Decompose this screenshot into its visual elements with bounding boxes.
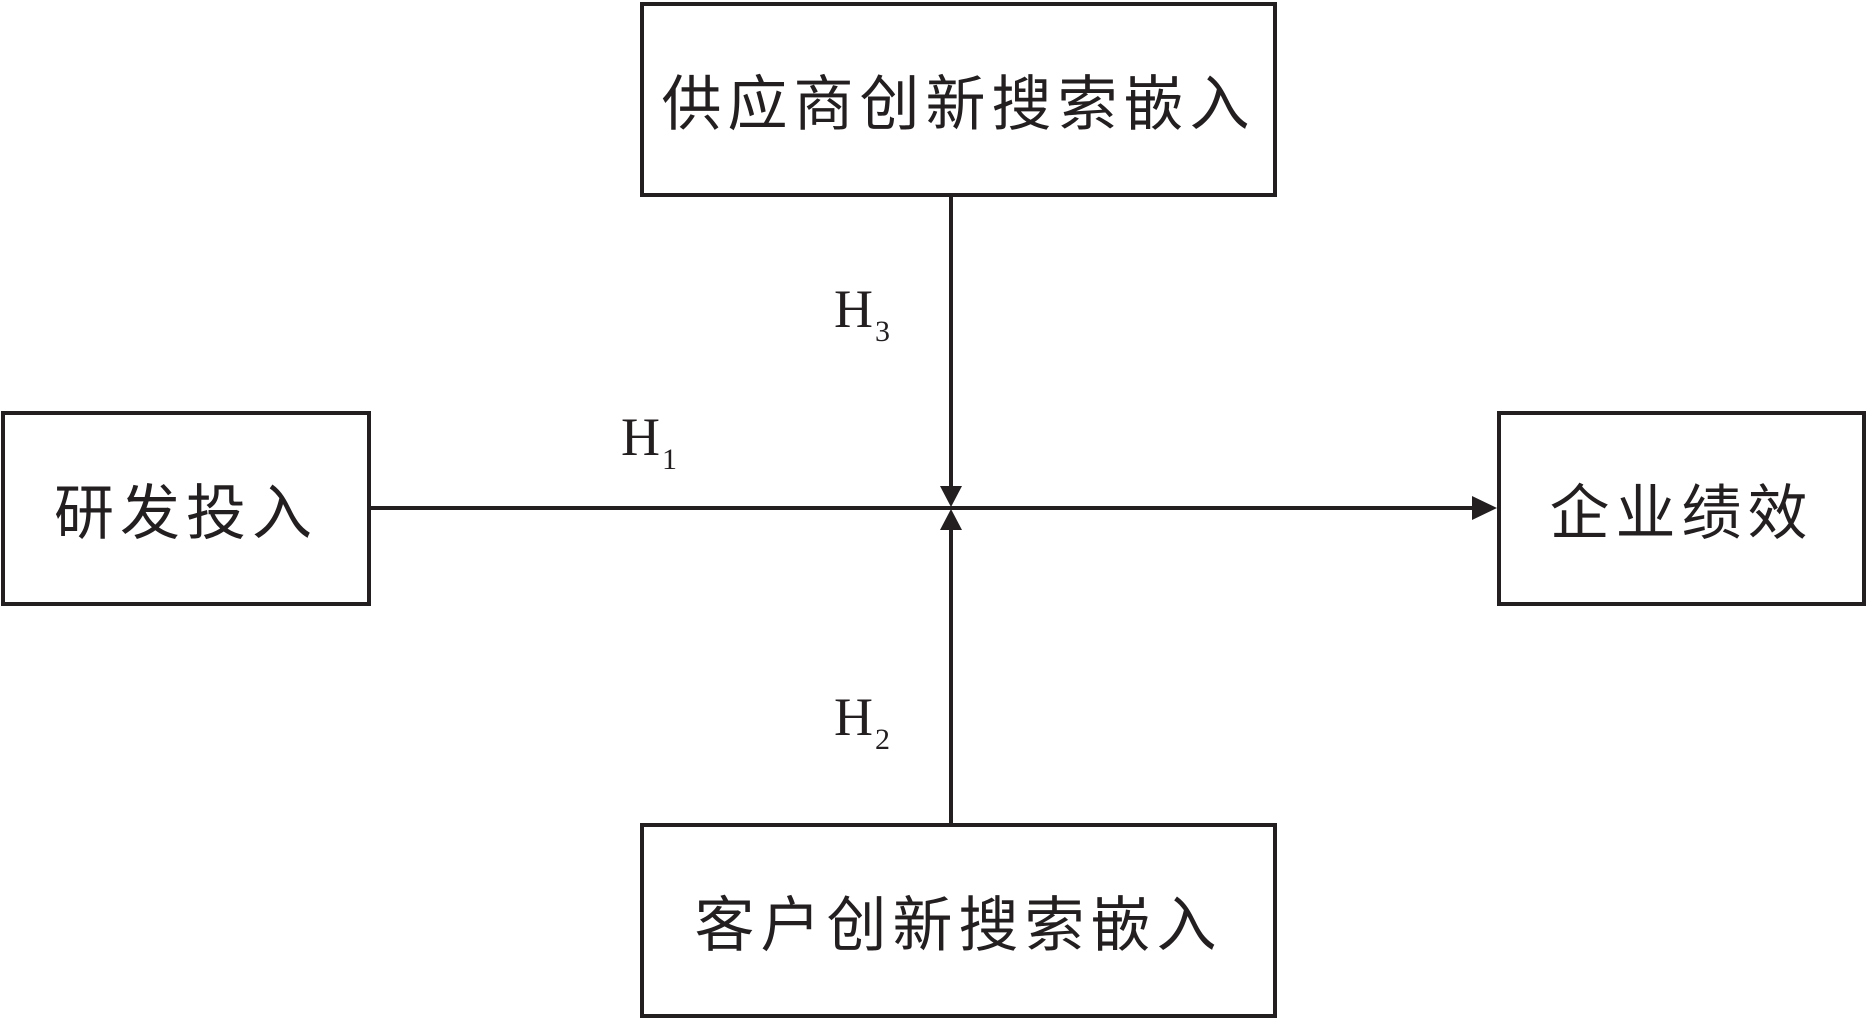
node-rd-label: 研发投入 <box>54 479 318 549</box>
hypothesis-h1-main: H <box>621 407 660 467</box>
node-customer-label: 客户创新搜索嵌入 <box>694 891 1223 961</box>
arrowhead-supplier <box>940 486 962 507</box>
hypothesis-h3-label: H3 <box>834 279 890 347</box>
hypothesis-h1-subscript: 1 <box>662 443 677 476</box>
node-supplier-innovation-search-embedding: 供应商创新搜索嵌入 <box>640 2 1277 197</box>
node-customer-innovation-search-embedding: 客户创新搜索嵌入 <box>640 823 1277 1018</box>
hypothesis-h2-label: H2 <box>834 687 890 755</box>
arrowhead-performance <box>1472 496 1497 520</box>
node-supplier-label: 供应商创新搜索嵌入 <box>661 70 1256 140</box>
hypothesis-h3-main: H <box>834 279 873 339</box>
node-rd-investment: 研发投入 <box>1 411 371 606</box>
hypothesis-h2-main: H <box>834 687 873 747</box>
hypothesis-h3-subscript: 3 <box>875 315 890 348</box>
hypothesis-h1-label: H1 <box>621 407 677 475</box>
arrowhead-customer <box>940 509 962 530</box>
hypothesis-h2-subscript: 2 <box>875 723 890 756</box>
node-performance-label: 企业绩效 <box>1549 479 1814 549</box>
node-firm-performance: 企业绩效 <box>1497 411 1866 606</box>
